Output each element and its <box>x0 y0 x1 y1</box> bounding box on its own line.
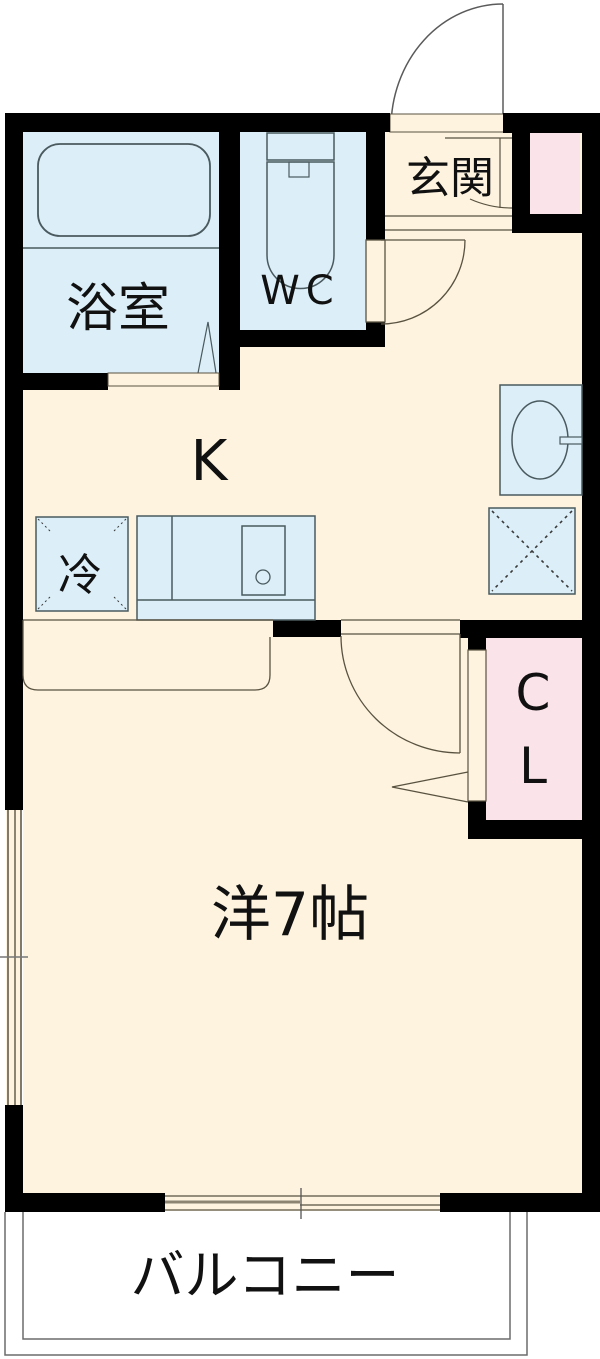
closet-label-l: L <box>519 737 547 795</box>
bathtub-icon <box>37 143 211 237</box>
floor-toilet <box>240 132 366 330</box>
wall-bottom-right <box>440 1193 600 1212</box>
washbasin-faucet <box>559 436 583 445</box>
wall-kitchen-partition <box>273 620 341 637</box>
fridge-icon <box>35 516 129 612</box>
wall-toilet-bottom <box>240 330 385 347</box>
wall-bottom-left <box>5 1193 165 1212</box>
bath-door-opening <box>107 372 220 387</box>
bathroom: 浴室 <box>23 143 220 387</box>
wall-closet-top <box>460 620 582 638</box>
floor-fills <box>23 130 582 1194</box>
closet-door-rail <box>467 649 487 802</box>
kitchen: K 冷 <box>35 384 583 621</box>
balcony-window <box>165 1188 440 1219</box>
toilet-seat-hinge <box>288 161 310 178</box>
closet-label-c: C <box>516 664 551 722</box>
left-window <box>0 810 28 1105</box>
toilet: WC <box>260 132 339 314</box>
front-door <box>390 3 504 129</box>
floor-closet <box>486 636 582 820</box>
shoe-cabinet <box>530 133 580 214</box>
floor-bathroom <box>23 132 219 375</box>
wall-top-left <box>5 113 390 132</box>
wall-closet-left-upper <box>468 620 486 650</box>
balcony-label: バルコニー <box>131 1244 400 1307</box>
kitchen-counter <box>136 515 316 621</box>
wall-closet-bottom <box>468 820 582 839</box>
wall-entrance-bottom-right <box>512 214 582 233</box>
entrance-label: 玄関 <box>406 153 494 204</box>
wall-toilet-right-stub <box>366 322 385 347</box>
floor-entrance <box>385 130 512 230</box>
wall-bath-toilet <box>219 132 240 390</box>
sink-drain-icon <box>255 569 271 585</box>
kitchen-label: K <box>191 429 229 494</box>
toilet-door <box>365 239 466 325</box>
wall-left-upper <box>5 113 23 810</box>
room-divider <box>22 619 461 754</box>
wall-right <box>582 113 600 1212</box>
entrance-details <box>385 137 513 231</box>
toilet-tank-icon <box>266 132 335 161</box>
wall-left-lower <box>5 1105 23 1212</box>
wall-toilet-right <box>366 132 385 240</box>
walls <box>5 113 600 1212</box>
closet-door-icon <box>391 771 469 803</box>
toilet-label: WC <box>260 268 339 314</box>
bath-door-icon <box>197 321 217 374</box>
washing-machine-cross <box>491 510 573 592</box>
fridge-label: 冷 <box>58 550 102 601</box>
wall-entrance-right <box>512 133 530 233</box>
western-room-label: 洋7帖 <box>211 880 369 950</box>
wall-top-right <box>503 113 600 133</box>
sink-icon <box>241 525 286 596</box>
closet: C L <box>391 649 551 803</box>
wall-bath-bottom <box>23 373 108 390</box>
entrance-threshold <box>389 113 505 133</box>
toilet-bowl-icon <box>266 161 335 290</box>
balcony <box>4 1212 528 1356</box>
bathroom-label: 浴室 <box>66 279 170 339</box>
